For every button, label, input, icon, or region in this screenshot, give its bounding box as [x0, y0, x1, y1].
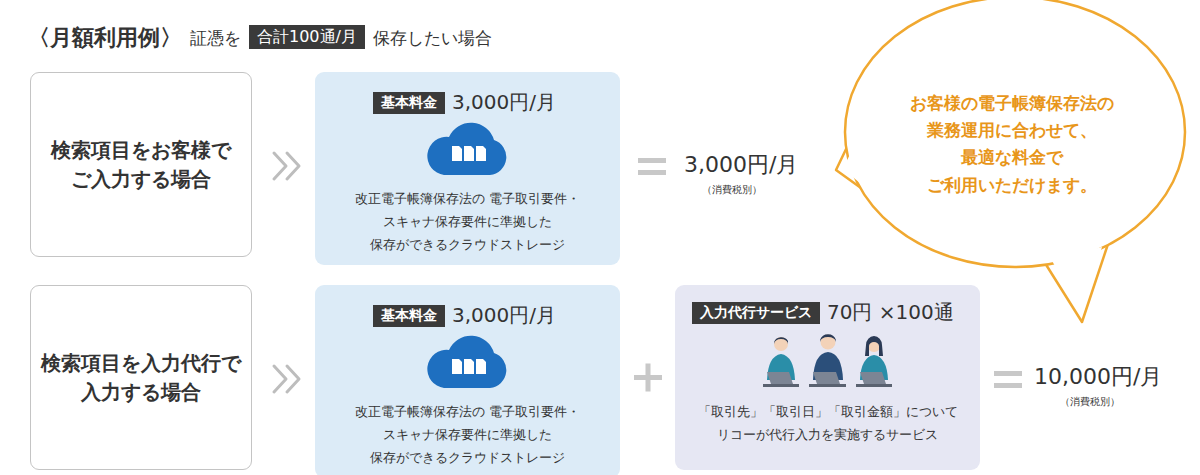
equals-symbol: [638, 170, 666, 175]
case-box: 検索項目を入力代行で 入力する場合: [30, 285, 252, 470]
price-text: 3,000円/月: [452, 89, 556, 116]
operators-illustration: [753, 332, 903, 396]
tag-text: 基本料金: [381, 94, 437, 112]
head: [821, 335, 836, 350]
bubble-tail-cover: [1051, 247, 1102, 312]
speech-bubble: お客様の電子帳簿保存法の 業務運用に合わせて、 最適な料金で ご利用いただけます…: [830, 0, 1195, 325]
service-tag: 入力代行サービス: [692, 302, 820, 324]
tax-note: （消費税別）: [1060, 395, 1120, 409]
chevron-symbol: [274, 153, 299, 392]
hair: [774, 337, 788, 344]
document-icon: [464, 359, 474, 374]
cloud-icon: [422, 122, 512, 178]
equals-symbol: [994, 383, 1022, 388]
laptop-base: [856, 384, 892, 387]
hair: [820, 334, 836, 342]
document-icon: [452, 359, 462, 374]
price-text: 3,000円/月: [452, 302, 556, 329]
total-price: 3,000円/月: [684, 150, 798, 180]
plan-panel: 3,000円/月改正電子帳簿保存法の 電子取引要件・スキャナ保存要件に準拠した …: [315, 72, 620, 265]
heading-text: 保存したい場合: [373, 27, 492, 50]
plan-panel: 3,000円/月改正電子帳簿保存法の 電子取引要件・スキャナ保存要件に準拠した …: [315, 285, 620, 475]
count-text: 合計100通/月: [257, 27, 357, 47]
total-count-tag: 合計100通/月: [249, 25, 365, 49]
service-panel: 70円 ×100通「取引先」「取引日」「取引金額」について リコーが代行入力を実…: [675, 285, 980, 470]
case-text: 検索項目を入力代行で 入力する場合: [41, 349, 241, 407]
chevron-symbol: [274, 153, 286, 179]
heading-text: 証憑を: [190, 27, 241, 50]
equals-symbol: [994, 371, 1022, 376]
chevron-symbol: [287, 366, 299, 392]
chevron-symbol: [287, 153, 299, 179]
fee-tag: 基本料金: [373, 305, 445, 327]
equals-symbol: [638, 158, 666, 163]
document-icon: [476, 146, 486, 161]
case-text: 検索項目をお客様で ご入力する場合: [41, 136, 241, 194]
description-text: 改正電子帳簿保存法の 電子取引要件・スキャナ保存要件に準拠した 保存ができるクラ…: [325, 188, 610, 256]
tag-text: 基本料金: [381, 307, 437, 325]
cloud-shape: [427, 123, 506, 175]
cloud-shape: [427, 336, 506, 388]
head: [774, 337, 788, 351]
operator-figure: [856, 336, 892, 387]
description-text: 改正電子帳簿保存法の 電子取引要件・スキャナ保存要件に準拠した 保存ができるクラ…: [325, 401, 610, 469]
laptop: [813, 372, 840, 384]
laptop-base: [763, 384, 799, 387]
document-icon: [476, 359, 486, 374]
bubble-tail-cover: [843, 150, 860, 183]
laptop: [860, 372, 886, 384]
case-box: 検索項目をお客様で ご入力する場合: [30, 72, 252, 257]
cloud-icon: [422, 335, 512, 391]
tag-text: 入力代行サービス: [700, 304, 812, 322]
laptop: [767, 372, 793, 384]
bubble-text: お客様の電子帳簿保存法の 業務運用に合わせて、 最適な料金で ご利用いただけます…: [882, 90, 1142, 199]
total-price: 10,000円/月: [1034, 362, 1162, 392]
plus-symbol: [634, 364, 662, 392]
price-text: 70円 ×100通: [827, 299, 954, 326]
hair: [865, 336, 883, 356]
document-icon: [464, 146, 474, 161]
bubble-outline: [845, 0, 1185, 267]
diagram-title: 〈月額利用例〉: [28, 23, 182, 53]
operator-figure: [763, 337, 799, 387]
fee-tag: 基本料金: [373, 92, 445, 114]
document-icon: [452, 146, 462, 161]
laptop-base: [809, 384, 846, 387]
plus-symbol: [646, 364, 651, 392]
operator-figure: [809, 334, 846, 387]
chevron-symbol: [274, 366, 286, 392]
tax-note: （消費税別）: [702, 183, 762, 197]
description-text: 「取引先」「取引日」「取引金額」について リコーが代行入力を実施するサービス: [685, 401, 970, 447]
